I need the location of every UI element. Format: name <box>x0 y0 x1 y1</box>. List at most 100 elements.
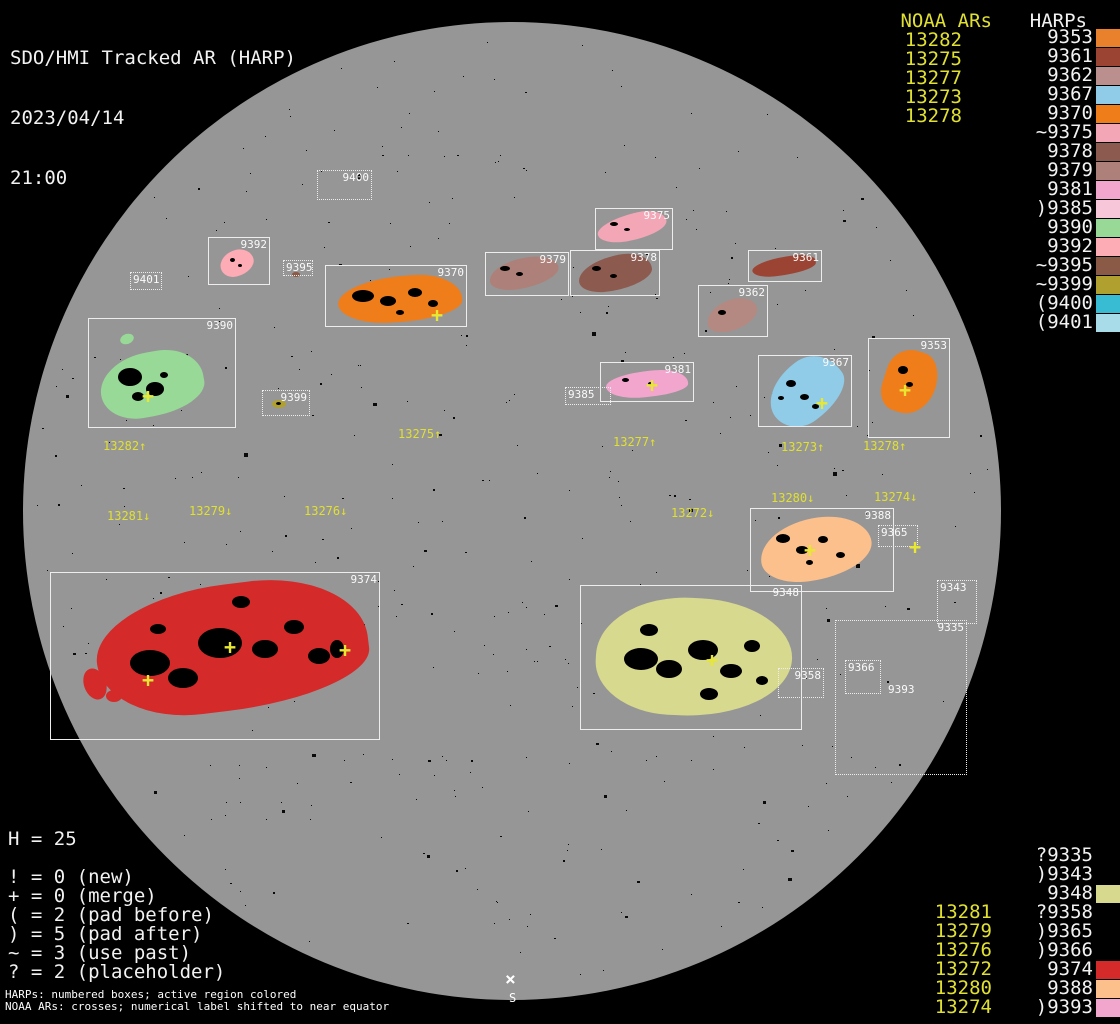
noise-speck <box>390 223 391 224</box>
noise-speck <box>632 450 633 451</box>
harp-number: ~9395 <box>1035 254 1093 276</box>
noise-speck <box>534 661 535 662</box>
harp-box-9379: 9379 <box>485 252 569 296</box>
harp-box-label: 9399 <box>280 391 308 404</box>
noise-speck <box>609 477 610 478</box>
noise-speck <box>768 452 769 453</box>
harp-box-label: 9378 <box>630 251 658 264</box>
noise-speck <box>216 230 217 231</box>
noise-speck <box>438 238 439 239</box>
noaa-ars-header: NOAA ARs <box>900 10 992 32</box>
harp-box-9400: 9400 <box>317 170 372 200</box>
sunspot <box>500 266 510 271</box>
noise-speck <box>721 926 722 927</box>
legend-line: ) = 5 (pad after) <box>8 923 203 945</box>
noise-speck <box>465 552 467 553</box>
noise-speck <box>980 435 982 437</box>
noise-speck <box>94 357 96 358</box>
noaa-ar-number: 13279 <box>934 920 992 942</box>
harp-swatch <box>1096 143 1120 161</box>
sunspot <box>130 650 170 676</box>
harp-box-9353: 9353 <box>868 338 950 438</box>
noise-speck <box>198 188 200 190</box>
noise-speck <box>834 349 835 350</box>
noise-speck <box>289 109 290 110</box>
sunspot <box>906 382 913 387</box>
noise-speck <box>88 643 89 644</box>
noise-speck <box>463 76 464 77</box>
noise-speck <box>684 353 685 354</box>
noaa-shifted-label: 13278↑ <box>863 439 907 453</box>
noise-speck <box>843 220 846 222</box>
sunspot <box>648 382 653 385</box>
sunspot <box>150 624 166 634</box>
legend-footnotes: HARPs: numbered boxes; active region col… <box>5 989 389 1013</box>
noise-speck <box>612 70 613 71</box>
noise-speck <box>126 420 127 421</box>
harp-box-label: 9395 <box>286 261 313 274</box>
noise-speck <box>569 763 570 764</box>
noise-speck <box>331 374 332 375</box>
noise-speck <box>526 607 527 608</box>
noise-speck <box>250 173 251 174</box>
harp-swatch <box>1096 200 1120 218</box>
noise-speck <box>738 902 740 903</box>
noise-speck <box>778 517 780 519</box>
noise-speck <box>537 473 538 474</box>
noise-speck <box>266 819 267 820</box>
noise-speck <box>442 756 443 757</box>
noise-speck <box>646 760 647 761</box>
harp-box-label: 9393 <box>888 683 915 696</box>
noaa-cross-icon: + <box>899 378 912 402</box>
noise-speck <box>71 608 72 609</box>
noise-speck <box>482 787 483 788</box>
noise-speck <box>602 446 603 447</box>
sunspot <box>146 382 164 396</box>
noise-speck <box>913 315 914 316</box>
noise-speck <box>528 811 529 812</box>
noise-speck <box>72 553 73 554</box>
noise-speck <box>808 806 809 807</box>
sunspot <box>720 664 742 678</box>
sunspot <box>428 300 438 307</box>
noaa-ar-number: 13280 <box>934 977 992 999</box>
noaa-cross-icon: + <box>909 535 922 559</box>
noise-speck <box>184 542 185 543</box>
harp-box-9370: 9370 <box>325 265 467 327</box>
harp-box-label: 9361 <box>792 251 820 264</box>
noise-speck <box>181 410 182 411</box>
harp-number: )9365 <box>1035 920 1093 942</box>
noise-speck <box>890 260 891 261</box>
noise-speck <box>452 198 453 199</box>
noise-speck <box>407 923 409 924</box>
noise-speck <box>857 426 858 427</box>
noise-speck <box>805 290 806 291</box>
harp-swatch <box>1096 124 1120 142</box>
map-date: 2023/04/14 <box>10 107 125 129</box>
harp-swatch <box>1096 295 1120 313</box>
sunspot <box>744 640 760 652</box>
sunspot <box>776 534 790 543</box>
noise-speck <box>471 760 473 762</box>
sunspot <box>380 296 396 306</box>
noise-speck <box>847 796 848 797</box>
sunspot <box>232 596 250 608</box>
noise-speck <box>47 570 48 571</box>
noise-speck <box>413 566 414 567</box>
harp-box-9381: 9381 <box>600 362 694 402</box>
noise-speck <box>456 870 458 872</box>
noise-speck <box>201 472 202 473</box>
noise-speck <box>495 162 496 163</box>
noise-speck <box>245 905 246 906</box>
noise-speck <box>564 259 565 260</box>
noise-speck <box>358 365 359 366</box>
harp-number: 9378 <box>1047 140 1093 162</box>
harp-number: (9401 <box>1035 311 1093 333</box>
noise-speck <box>882 474 883 475</box>
noise-speck <box>744 747 745 748</box>
noise-speck <box>569 490 570 491</box>
noise-speck <box>506 402 507 403</box>
noise-speck <box>444 410 445 411</box>
noise-speck <box>561 299 562 300</box>
noaa-cross-icon: + <box>142 668 155 692</box>
